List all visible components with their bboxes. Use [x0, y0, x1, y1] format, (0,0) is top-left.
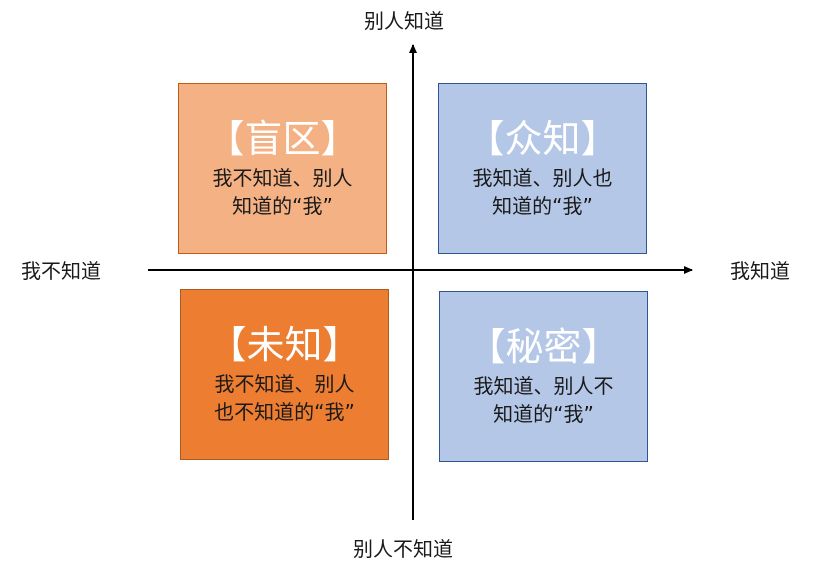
axis-label-bottom: 别人不知道	[353, 537, 453, 561]
quadrant-hidden: 【秘密】 我知道、别人不 知道的“我”	[439, 291, 648, 462]
quadrant-title: 【众知】	[466, 117, 619, 161]
quadrant-desc-line1: 我不知道、别人	[212, 166, 353, 190]
quadrant-unknown: 【未知】 我不知道、别人 也不知道的“我”	[180, 289, 389, 460]
quadrant-open: 【众知】 我知道、别人也 知道的“我”	[438, 83, 647, 254]
quadrant-title: 【秘密】	[467, 325, 620, 369]
quadrant-desc-line2: 也不知道的“我”	[214, 400, 355, 424]
quadrant-blind-spot: 【盲区】 我不知道、别人 知道的“我”	[178, 83, 387, 254]
quadrant-desc-line1: 我不知道、别人	[214, 372, 355, 396]
quadrant-desc-line1: 我知道、别人也	[472, 166, 613, 190]
quadrant-title: 【未知】	[208, 323, 361, 367]
quadrant-title: 【盲区】	[206, 117, 359, 161]
axis-label-right: 我知道	[730, 259, 790, 283]
quadrant-desc-line1: 我知道、别人不	[473, 374, 614, 398]
axis-label-left: 我不知道	[21, 259, 101, 283]
axis-label-top: 别人知道	[364, 9, 444, 33]
quadrant-desc-line2: 知道的“我”	[232, 194, 333, 218]
quadrant-desc-line2: 知道的“我”	[493, 402, 594, 426]
quadrant-desc-line2: 知道的“我”	[492, 194, 593, 218]
